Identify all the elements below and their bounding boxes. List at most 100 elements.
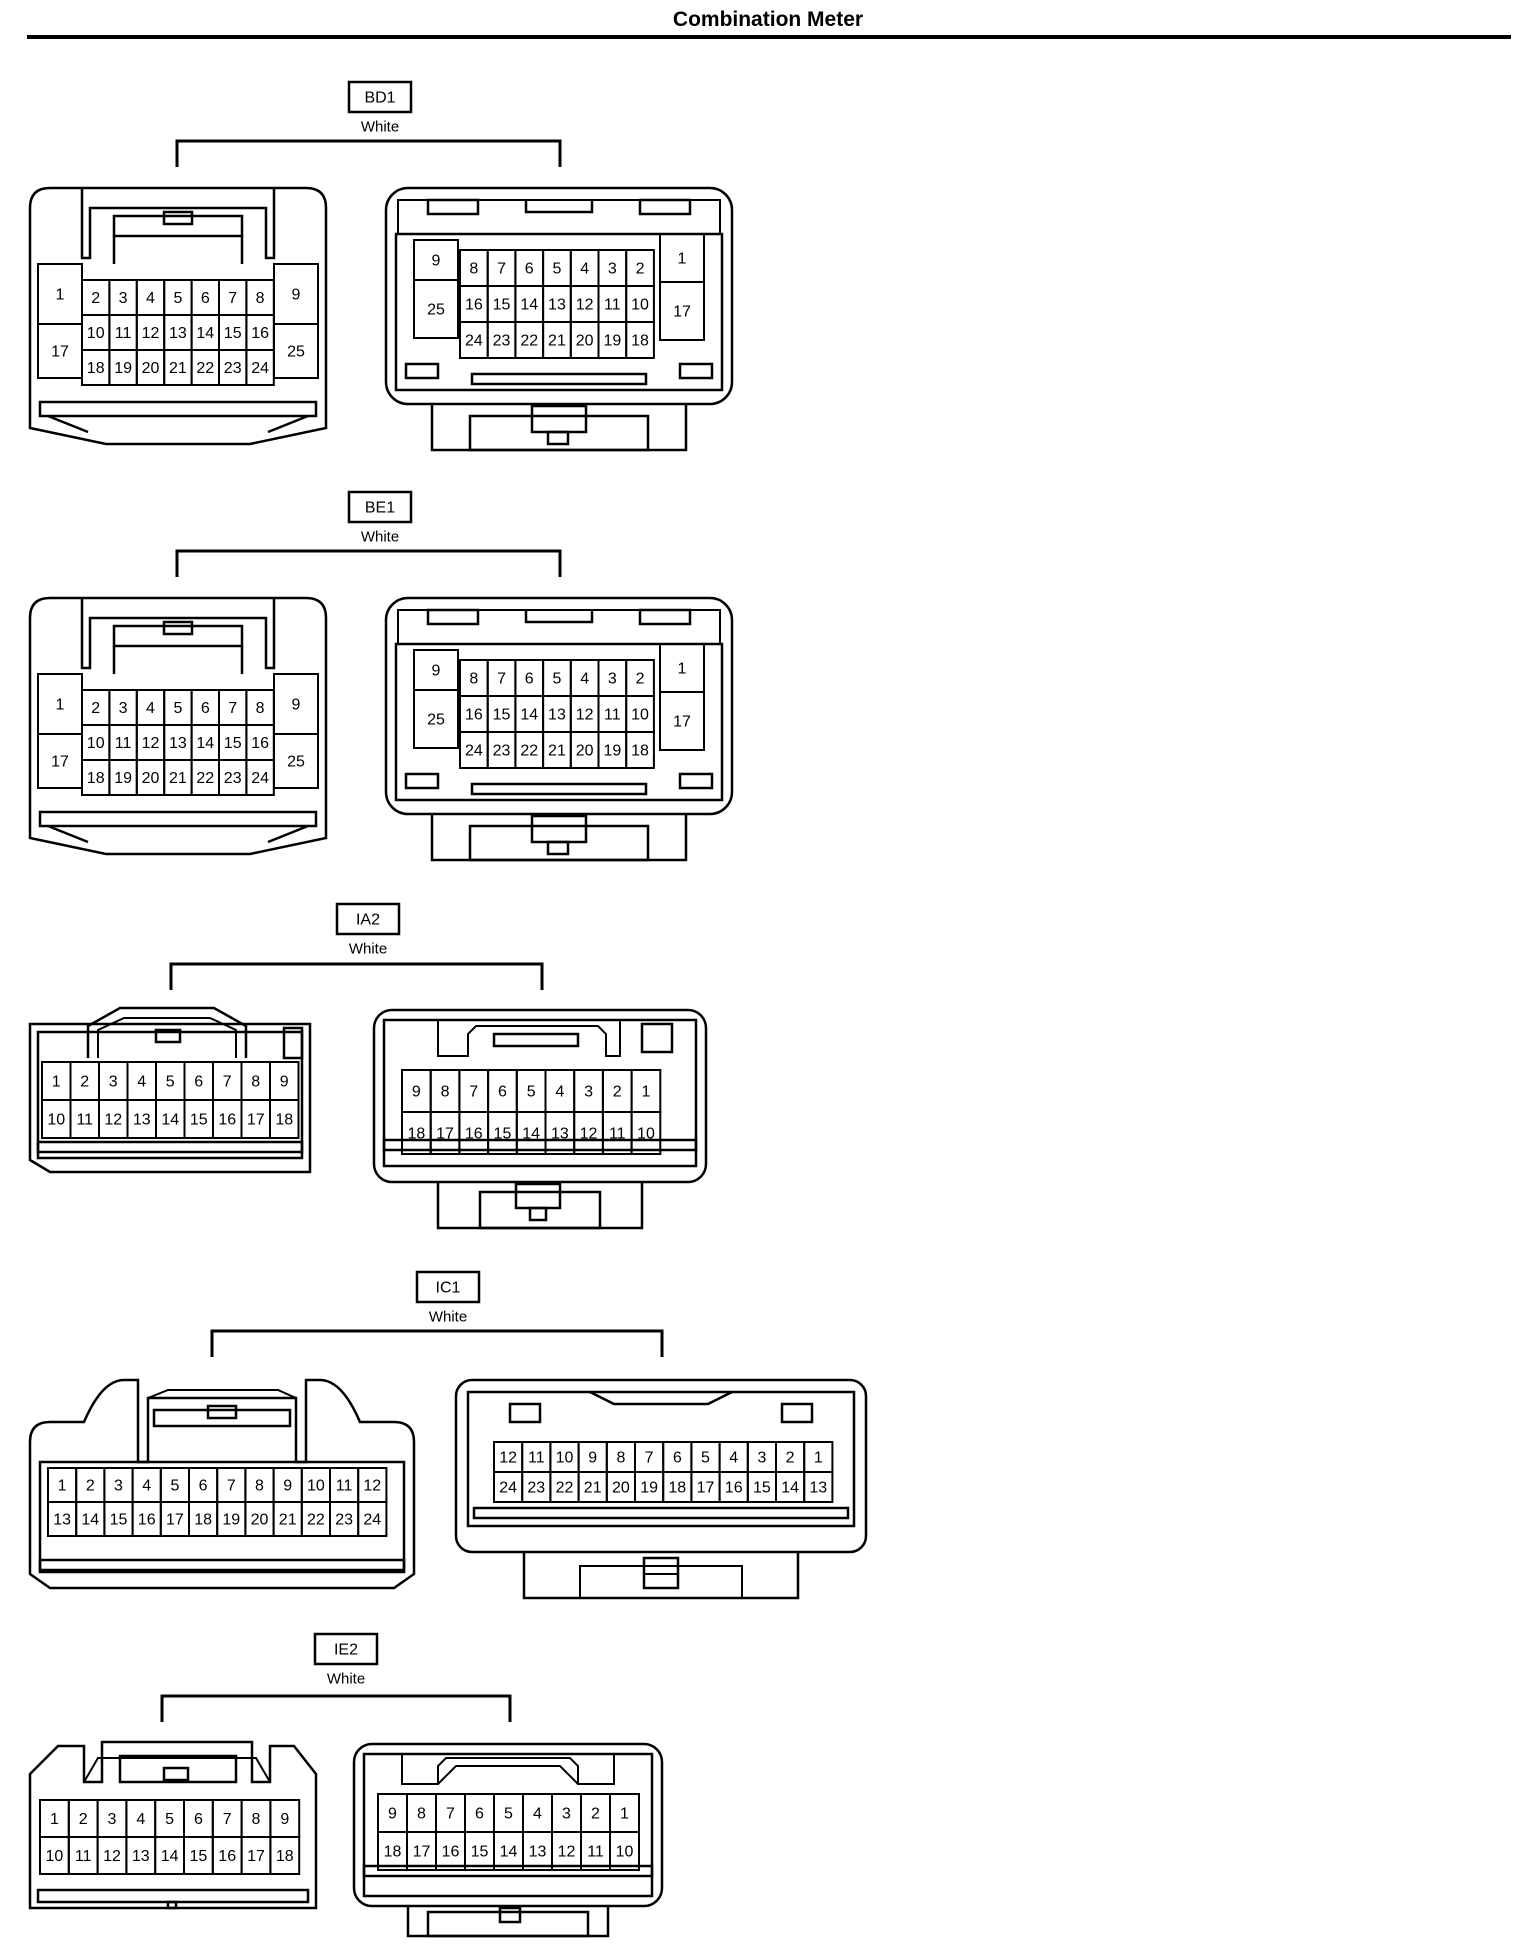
pin-number: 5 [552, 671, 561, 688]
pin-number: 20 [142, 770, 160, 787]
pin-number: 2 [79, 1811, 88, 1828]
pin-number: 8 [255, 1478, 264, 1495]
pin-25: 25 [413, 279, 459, 339]
pin-19: 19 [108, 349, 138, 386]
pin-number: 16 [218, 1112, 236, 1129]
pin-number: 11 [336, 1478, 353, 1495]
pin-2: 2 [580, 1793, 611, 1833]
pin-number: 10 [631, 707, 649, 724]
pin-number: 7 [227, 1478, 236, 1495]
pin-11: 11 [601, 1111, 633, 1155]
pin-8: 8 [245, 689, 275, 726]
pin-number: 11 [587, 1844, 604, 1861]
pin-number: 2 [91, 290, 100, 307]
pin-9: 9 [272, 1467, 303, 1503]
pin-number: 4 [137, 1074, 146, 1091]
pin-number: 4 [580, 671, 589, 688]
pin-number: 3 [608, 261, 617, 278]
pin-number: 15 [494, 1126, 512, 1143]
pin-1: 1 [803, 1441, 834, 1473]
pin-7: 7 [218, 279, 248, 316]
pin-15: 15 [218, 724, 248, 761]
pin-14: 14 [493, 1831, 524, 1871]
pin-1: 1 [47, 1467, 78, 1503]
pin-number: 13 [169, 325, 187, 342]
pin-12: 12 [135, 314, 166, 351]
pin-7: 7 [212, 1061, 243, 1101]
pin-number: 13 [169, 735, 187, 752]
pin-number: 4 [146, 700, 155, 717]
pin-16: 16 [459, 695, 489, 733]
pin-number: 8 [256, 700, 265, 717]
pin-number: 2 [613, 1084, 622, 1101]
pin-8: 8 [459, 249, 489, 287]
pin-number: 13 [133, 1112, 151, 1129]
pin-number: 9 [283, 1478, 292, 1495]
pin-9: 9 [269, 1061, 300, 1101]
pin-number: 4 [555, 1084, 564, 1101]
pin-13: 13 [542, 285, 572, 323]
pin-number: 18 [631, 333, 649, 350]
pin-number: 6 [475, 1806, 484, 1823]
pin-8: 8 [240, 1061, 271, 1101]
pin-number: 6 [199, 1478, 208, 1495]
pin-7: 7 [218, 689, 248, 726]
pin-number: 3 [108, 1811, 117, 1828]
pin-number: 19 [603, 743, 621, 760]
pin-number: 11 [609, 1126, 626, 1143]
pin-4: 4 [135, 279, 166, 316]
pin-15: 15 [746, 1471, 777, 1503]
pin-number: 4 [729, 1450, 738, 1467]
pin-number: 17 [673, 304, 691, 321]
pin-7: 7 [211, 1799, 243, 1838]
pin-15: 15 [464, 1831, 495, 1871]
pin-number: 21 [279, 1512, 297, 1529]
pin-25: 25 [273, 733, 319, 789]
pin-number: 18 [407, 1126, 425, 1143]
pin-13: 13 [126, 1099, 157, 1139]
pin-number: 10 [46, 1848, 64, 1865]
pin-number: 19 [222, 1512, 240, 1529]
pin-6: 6 [662, 1441, 693, 1473]
pin-20: 20 [135, 349, 166, 386]
pin-number: 1 [58, 1478, 67, 1495]
pin-number: 10 [616, 1844, 634, 1861]
pin-22: 22 [300, 1501, 331, 1537]
pin-number: 8 [616, 1450, 625, 1467]
pin-22: 22 [549, 1471, 580, 1503]
pin-number: 1 [50, 1811, 59, 1828]
pin-10: 10 [609, 1831, 640, 1871]
pin-number: 7 [223, 1074, 232, 1091]
pin-number: 7 [469, 1084, 478, 1101]
pin-3: 3 [597, 249, 628, 287]
pin-number: 12 [363, 1478, 381, 1495]
pin-number: 6 [201, 700, 210, 717]
pin-3: 3 [746, 1441, 777, 1473]
pin-number: 21 [548, 333, 566, 350]
pin-19: 19 [597, 321, 628, 359]
pin-4: 4 [569, 249, 600, 287]
pin-number: 14 [161, 1848, 179, 1865]
pin-number: 17 [697, 1480, 715, 1497]
pin-20: 20 [135, 759, 166, 796]
pin-number: 4 [142, 1478, 151, 1495]
pin-6: 6 [183, 1061, 214, 1101]
pin-14: 14 [155, 1099, 186, 1139]
pin-18: 18 [377, 1831, 408, 1871]
pin-number: 24 [363, 1512, 381, 1529]
pin-14: 14 [514, 285, 545, 323]
pin-17: 17 [37, 323, 83, 379]
pin-number: 5 [173, 290, 182, 307]
pin-3: 3 [597, 659, 628, 697]
pin-number: 13 [548, 297, 566, 314]
page-title: Combination Meter [672, 8, 864, 31]
pin-number: 9 [432, 253, 441, 270]
pin-number: 14 [520, 707, 538, 724]
pin-6: 6 [183, 1799, 214, 1838]
connector-id: IE2 [334, 1642, 358, 1659]
